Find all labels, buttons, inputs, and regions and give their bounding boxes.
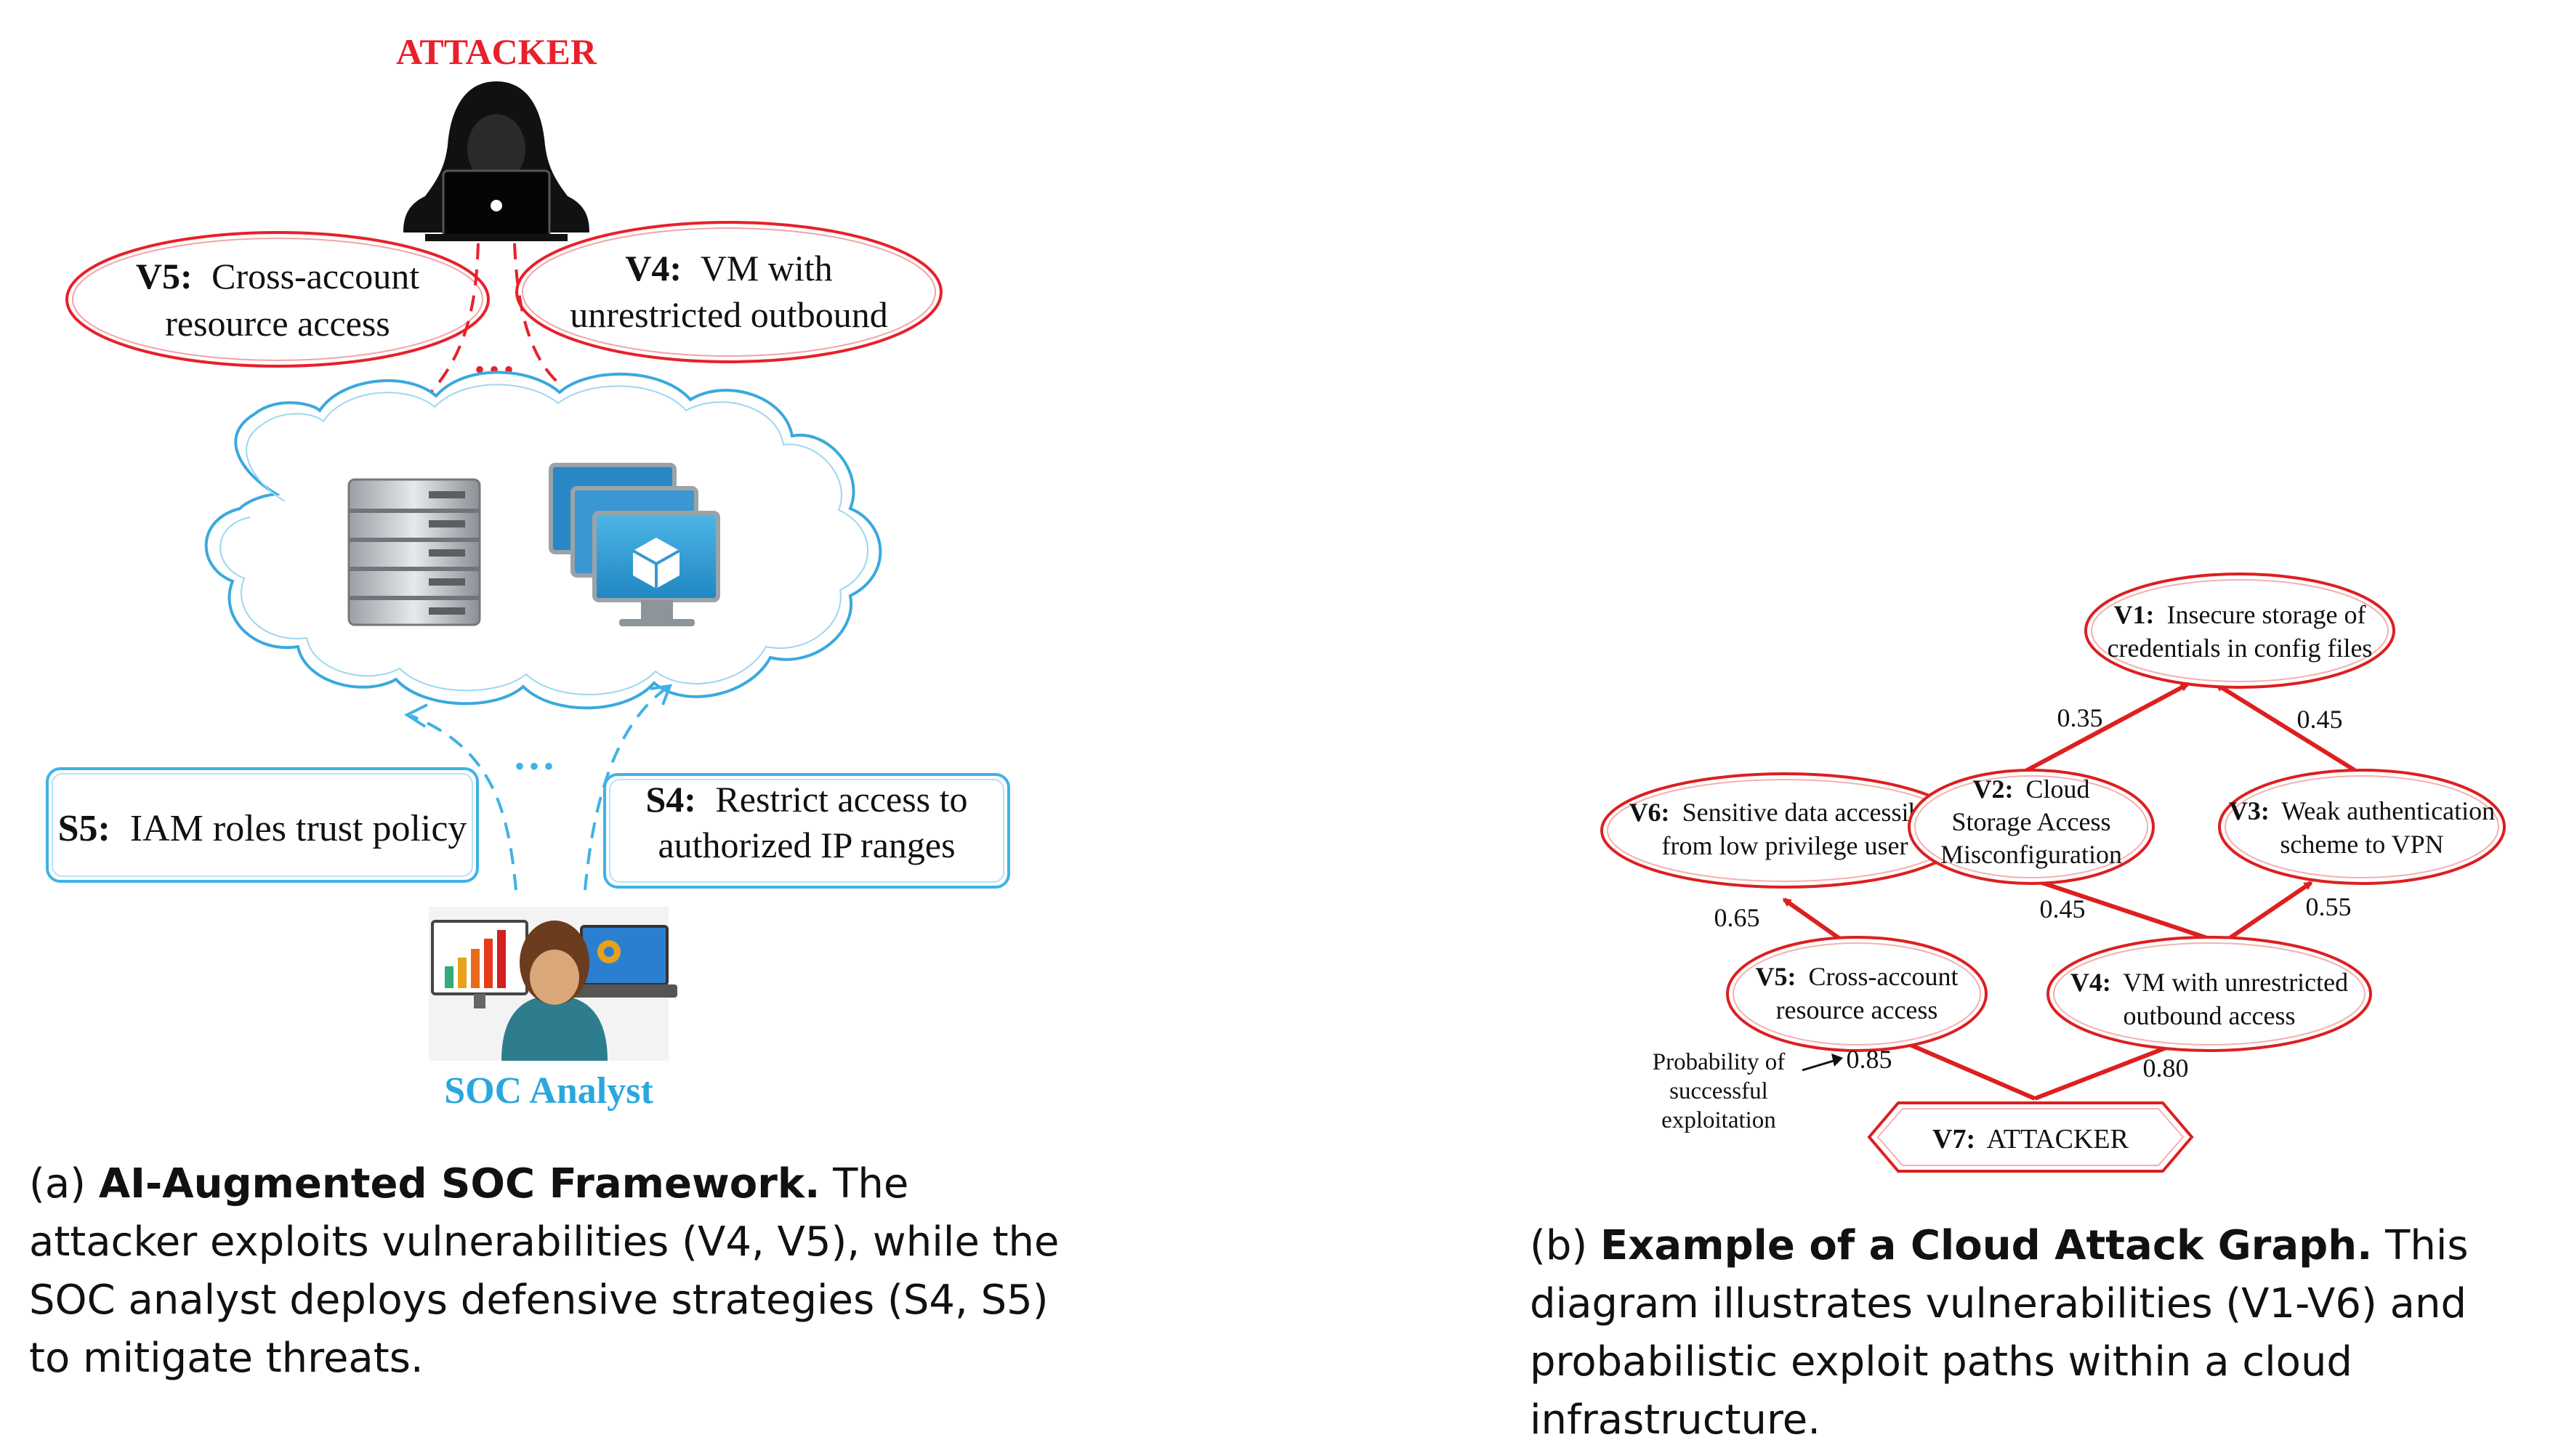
virtual-machines-icon <box>549 463 720 626</box>
v1-line2: credentials in config files <box>2108 634 2373 663</box>
node-v2: V2: Cloud Storage Access Misconfiguratio… <box>1908 769 2155 885</box>
v5-id: V5: <box>136 256 193 296</box>
prob-v4-v3: 0.55 <box>2306 892 2352 921</box>
s4-line1: Restrict access to <box>715 779 967 820</box>
node-v7-attacker: V7: ATTACKER <box>1867 1101 2194 1173</box>
v1-id: V1: <box>2114 600 2155 629</box>
panel-b: V1: Insecure storage of credentials in c… <box>1600 573 2506 1173</box>
s4-id: S4: <box>645 779 695 820</box>
v4b-line2: outbound access <box>2124 1001 2296 1030</box>
v5b-id: V5: <box>1756 962 1796 991</box>
svg-text:V2: Cloud: V2: Cloud <box>1972 774 2089 804</box>
v2-line2: Storage Access <box>1952 807 2111 836</box>
v2-line3: Misconfiguration <box>1940 840 2122 869</box>
svg-text:V6: Sensitive data acc: V6: Sensitive data accessible <box>1629 798 1941 827</box>
vulnerability-v4: V4: VM with unrestricted outbound <box>515 221 943 363</box>
caption-a-title: AI-Augmented SOC Framework. <box>98 1160 820 1208</box>
caption-a-prefix: (a) <box>29 1160 99 1208</box>
panel-a: ATTACKER V5: Cross-account resource acce… <box>46 31 1010 1112</box>
soc-analyst-label: SOC Analyst <box>444 1070 653 1112</box>
v3-id: V3: <box>2229 796 2270 825</box>
strategy-s5: S5: IAM roles trust policy <box>46 767 479 883</box>
v1-line1: Insecure storage of <box>2167 600 2366 629</box>
strategy-s4: S4: Restrict access to authorized IP ran… <box>603 773 1010 889</box>
prob-v5-v6: 0.65 <box>1714 903 1760 932</box>
svg-text:V1: Insecure storage o: V1: Insecure storage of <box>2114 600 2366 629</box>
s4-line2: authorized IP ranges <box>658 825 955 865</box>
v4b-id: V4: <box>2070 968 2111 997</box>
attacker-label: ATTACKER <box>396 31 597 72</box>
defense-ellipsis: ••• <box>515 750 558 782</box>
v6-id: V6: <box>1629 798 1670 827</box>
edge-v2-v1 <box>2019 682 2190 776</box>
caption-a-body: The attacker exploits vulnerabilities (V… <box>29 1160 1060 1382</box>
svg-text:V4: VM with: V4: VM with <box>625 248 832 288</box>
prob-v7-v4: 0.80 <box>2143 1053 2189 1083</box>
edge-v4-v2 <box>2029 877 2223 945</box>
vulnerability-v5: V5: Cross-account resource access <box>65 231 490 368</box>
edge-probability-labels: 0.85 0.80 0.65 0.45 0.55 0.35 0.45 <box>1714 703 2352 1083</box>
prob-v7-v5: 0.85 <box>1847 1045 1892 1074</box>
node-v3: V3: Weak authentication scheme to VPN <box>2218 769 2506 885</box>
s5-id: S5: <box>58 808 110 849</box>
caption-panel-a: (a) AI-Augmented SOC Framework. The atta… <box>29 1155 1061 1388</box>
cloud-infrastructure <box>204 371 882 710</box>
v4-line1: VM with <box>701 248 833 288</box>
soc-analyst-icon <box>429 907 677 1061</box>
v5-line2: resource access <box>165 303 390 344</box>
v6-line2: from low privilege user <box>1662 831 1908 860</box>
v5-line1: Cross-account <box>211 256 419 296</box>
probability-annotation: Probability of successful exploitation <box>1653 1049 1843 1133</box>
v2-id: V2: <box>1972 774 2013 804</box>
annotation-line3: exploitation <box>1661 1107 1776 1133</box>
v7-text: ATTACKER <box>1987 1124 2129 1154</box>
prob-v2-v1: 0.35 <box>2057 703 2103 732</box>
svg-text:S4: Restrict access to: S4: Restrict access to <box>645 779 967 820</box>
defense-arrowheads <box>403 684 673 728</box>
annotation-arrowhead <box>1831 1053 1843 1067</box>
annotation-arrow <box>1802 1058 1839 1072</box>
v4-id: V4: <box>625 248 682 288</box>
svg-text:V5: Cross-account: V5: Cross-account <box>136 256 419 296</box>
v6-line1: Sensitive data accessible <box>1682 798 1941 827</box>
v3-line1: Weak authentication <box>2281 796 2495 825</box>
v7-id: V7: <box>1932 1124 1975 1154</box>
v2-line1: Cloud <box>2025 774 2089 804</box>
svg-text:V4: VM with unrestrict: V4: VM with unrestricted <box>2070 968 2348 997</box>
v3-line2: scheme to VPN <box>2280 830 2443 859</box>
v5b-line1: Cross-account <box>1809 962 1959 991</box>
hacker-icon <box>403 81 589 241</box>
prob-v4-v2: 0.45 <box>2040 894 2086 923</box>
svg-text:V7: ATTACKER: V7: ATTACKER <box>1932 1124 2129 1154</box>
node-v5: V5: Cross-account resource access <box>1726 936 1988 1052</box>
svg-text:S5: IAM roles trust po: S5: IAM roles trust policy <box>58 808 467 849</box>
node-v6: V6: Sensitive data accessible from low p… <box>1600 772 1969 889</box>
caption-b-prefix: (b) <box>1530 1222 1601 1269</box>
node-v4: V4: VM with unrestricted outbound access <box>2046 936 2372 1052</box>
edge-v3-v1 <box>2214 682 2356 772</box>
v4-line2: unrestricted outbound <box>570 294 887 335</box>
caption-b-body: This diagram illustrates vulnerabilities… <box>1530 1222 2469 1444</box>
prob-v3-v1: 0.45 <box>2297 705 2343 734</box>
v4b-line1: VM with unrestricted <box>2123 968 2348 997</box>
svg-text:V3: Weak authenticatio: V3: Weak authentication <box>2229 796 2495 825</box>
node-v1: V1: Insecure storage of credentials in c… <box>2084 573 2395 689</box>
server-rack-icon <box>347 478 481 626</box>
v5b-line2: resource access <box>1776 995 1938 1024</box>
caption-b-title: Example of a Cloud Attack Graph. <box>1600 1222 2373 1269</box>
annotation-line2: successful <box>1669 1078 1768 1104</box>
s5-text: IAM roles trust policy <box>130 808 467 849</box>
caption-panel-b: (b) Example of a Cloud Attack Graph. Thi… <box>1530 1217 2547 1449</box>
defense-arrows <box>410 685 670 891</box>
annotation-line1: Probability of <box>1653 1049 1785 1075</box>
edge-v4-v3 <box>2221 881 2313 945</box>
svg-text:V5: Cross-account: V5: Cross-account <box>1756 962 1959 991</box>
